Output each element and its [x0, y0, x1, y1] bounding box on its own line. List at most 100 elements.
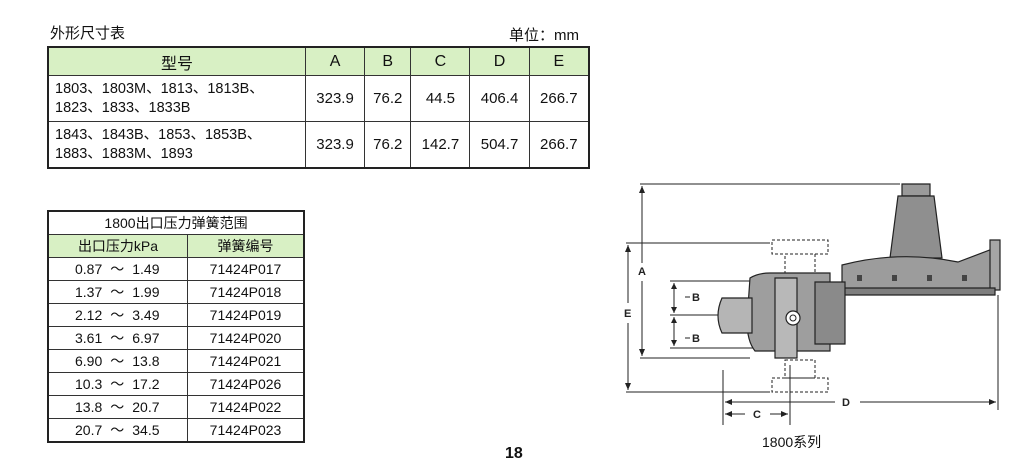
- case-bolts: [857, 275, 967, 281]
- value-c: 142.7: [410, 121, 471, 169]
- pressure-high: 3.49: [132, 307, 160, 323]
- dashed-top-flange: [771, 239, 829, 255]
- dashed-bottom-flange: [771, 377, 829, 393]
- page-number: 18: [505, 445, 523, 462]
- pressure-range-cell: 20.7～34.5: [47, 418, 188, 443]
- figure-caption: 1800系列: [762, 434, 822, 450]
- pressure-high: 1.49: [132, 261, 160, 277]
- spring-table-header-row: 出口压力kPa 弹簧编号: [47, 234, 305, 258]
- pressure-high: 20.7: [132, 399, 160, 415]
- range-tilde: ～: [110, 261, 125, 277]
- value-e: 266.7: [528, 75, 590, 122]
- header-d: D: [469, 46, 530, 76]
- header-a: A: [304, 46, 366, 76]
- model-line: 1823、1833、1833B: [55, 99, 191, 116]
- spring-number-cell: 71424P020: [187, 326, 305, 350]
- pressure-low: 0.87: [75, 261, 103, 277]
- value-a: 323.9: [304, 75, 366, 122]
- pressure-range-cell: 10.3 ～ 17.2: [47, 372, 188, 396]
- table-row: 6.90 ～ 13.8 71424P021: [47, 349, 305, 373]
- spring-housing: [889, 195, 943, 259]
- pressure-high: 34.5: [132, 422, 160, 438]
- pressure-low: 2.12: [75, 307, 103, 323]
- range-tilde: ～: [110, 353, 125, 369]
- case-rim: [824, 287, 996, 296]
- dimension-table-header-row: 型号 A B C D E: [47, 46, 590, 76]
- value-d: 406.4: [469, 75, 530, 122]
- body-port-circle: [785, 310, 801, 326]
- spring-number-cell: 71424P017: [187, 257, 305, 281]
- pressure-low: 3.61: [75, 330, 103, 346]
- unit-caption: 单位：mm: [509, 24, 579, 45]
- table-row: 3.61 ～ 6.97 71424P020: [47, 326, 305, 350]
- range-tilde: ～: [110, 307, 125, 323]
- unit-value: mm: [554, 27, 580, 44]
- dim-label-c: C: [753, 409, 761, 421]
- spring-table-title: 1800出口压力弹簧范围: [47, 210, 305, 235]
- model-cell: 1803、1803M、1813、1813B、 1823、1833、1833B: [47, 75, 306, 122]
- dim-label-d: D: [842, 397, 850, 409]
- spring-number-cell: 71424P019: [187, 303, 305, 327]
- dim-label-a: A: [638, 266, 646, 278]
- pressure-low: 6.90: [75, 353, 103, 369]
- model-line: 1883、1883M、1893: [55, 145, 193, 162]
- pressure-high: 17.2: [132, 376, 160, 392]
- value-d: 504.7: [469, 121, 530, 169]
- orifice-housing: [814, 281, 846, 345]
- pressure-range-cell: 3.61 ～ 6.97: [47, 326, 188, 350]
- dimension-table: 型号 A B C D E 1803、1803M、1813、1813B、 1823…: [47, 46, 590, 169]
- header-spring-number: 弹簧编号: [187, 234, 305, 258]
- body-port-inner: [789, 314, 797, 322]
- arrowheads-c: [725, 411, 788, 417]
- pressure-range-cell: 0.87 ～ 1.49: [47, 257, 188, 281]
- vent-flange: [989, 239, 1001, 291]
- dim-label-b-lower: B: [692, 333, 700, 345]
- unit-label: 单位：: [509, 27, 555, 44]
- pressure-low: 10.3: [75, 376, 103, 392]
- pressure-range-cell: 2.12 ～ 3.49: [47, 303, 188, 327]
- range-tilde: ～: [110, 399, 125, 415]
- table-row: 2.12 ～ 3.49 71424P019: [47, 303, 305, 327]
- header-b: B: [364, 46, 412, 76]
- dim-label-b-upper: B: [692, 292, 700, 304]
- pressure-low: 1.37: [75, 284, 103, 300]
- spring-number-cell: 71424P026: [187, 372, 305, 396]
- range-tilde: ～: [110, 330, 125, 346]
- adjusting-cap: [901, 183, 931, 197]
- header-outlet-pressure: 出口压力kPa: [47, 234, 188, 258]
- dimension-table-title: 外形尺寸表: [50, 25, 126, 42]
- pressure-range-cell: 13.8 ～ 20.7: [47, 395, 188, 419]
- pressure-range-cell: 6.90 ～ 13.8: [47, 349, 188, 373]
- range-tilde: ～: [110, 376, 125, 392]
- pressure-range-cell: 1.37 ～ 1.99: [47, 280, 188, 304]
- inlet-nozzle: [717, 297, 753, 334]
- pressure-high: 13.8: [132, 353, 160, 369]
- spring-range-table: 1800出口压力弹簧范围 出口压力kPa 弹簧编号 0.87 ～ 1.49 71424…: [47, 210, 305, 443]
- pressure-high: 1.99: [132, 284, 160, 300]
- range-tilde: ～: [110, 284, 125, 300]
- model-line: 1843、1843B、1853、1853B、: [55, 126, 262, 143]
- pressure-high: 6.97: [132, 330, 160, 346]
- header-e: E: [528, 46, 590, 76]
- value-a: 323.9: [304, 121, 366, 169]
- spring-number-cell: 71424P023: [187, 418, 305, 443]
- range-tilde: ～: [110, 422, 125, 438]
- table-row: 1843、1843B、1853、1853B、 1883、1883M、1893 3…: [47, 121, 590, 169]
- model-cell: 1843、1843B、1853、1853B、 1883、1883M、1893: [47, 121, 306, 169]
- value-c: 44.5: [410, 75, 471, 122]
- header-c: C: [410, 46, 471, 76]
- model-line: 1803、1803M、1813、1813B、: [55, 80, 264, 97]
- spring-number-cell: 71424P021: [187, 349, 305, 373]
- table-row: 0.87 ～ 1.49 71424P017: [47, 257, 305, 281]
- value-b: 76.2: [364, 121, 412, 169]
- header-model: 型号: [47, 46, 306, 76]
- regulator-diagram: A E B B C D: [624, 183, 1001, 425]
- pressure-low: 13.8: [75, 399, 103, 415]
- table-row: 1803、1803M、1813、1813B、 1823、1833、1833B 3…: [47, 75, 590, 122]
- table-row: 10.3 ～ 17.2 71424P026: [47, 372, 305, 396]
- spring-table-title-row: 1800出口压力弹簧范围: [47, 210, 305, 235]
